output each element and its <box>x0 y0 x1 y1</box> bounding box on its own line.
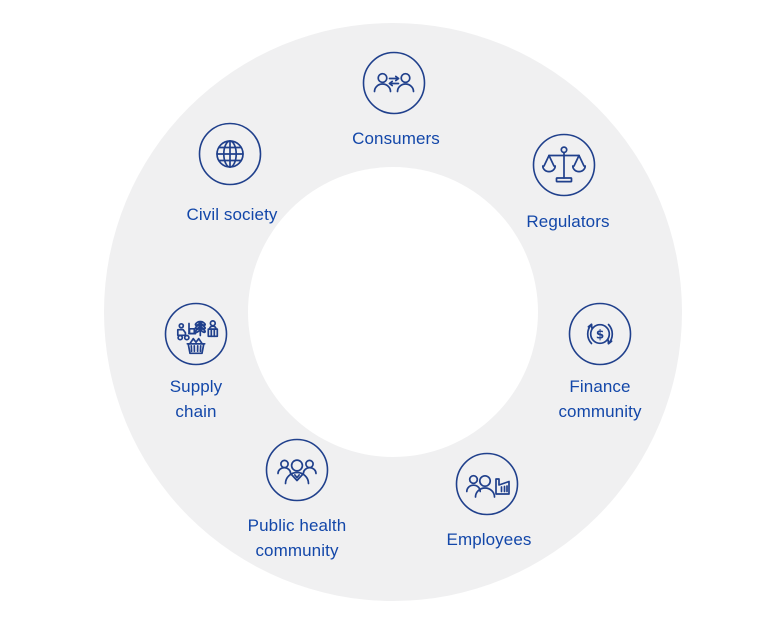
currency-cycle-icon: $ <box>568 302 632 366</box>
supply-logistics-icon <box>164 302 228 366</box>
ring-hole <box>248 167 538 457</box>
workers-factory-icon <box>455 452 519 516</box>
civil-society-label: Civil society <box>186 205 278 224</box>
public-health-community-label: Public health community <box>247 516 347 560</box>
consumers-icon <box>362 51 426 115</box>
consumers-label: Consumers <box>352 129 440 148</box>
scales-icon <box>532 133 596 197</box>
people-group-icon <box>265 438 329 502</box>
globe-icon <box>198 122 262 186</box>
regulators-label: Regulators <box>526 212 610 231</box>
svg-text:$: $ <box>596 327 604 341</box>
employees-label: Employees <box>446 530 532 549</box>
finance-community-label: Finance community <box>558 377 642 421</box>
supply-chain-label: Supply chain <box>169 377 223 421</box>
